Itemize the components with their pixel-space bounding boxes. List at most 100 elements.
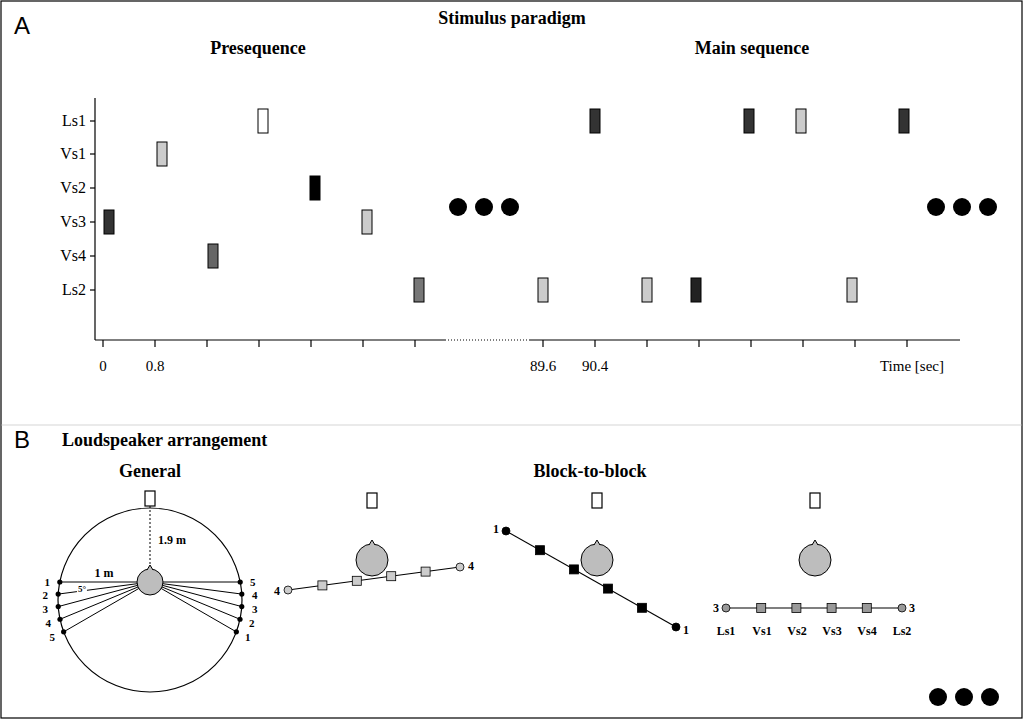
direction-line: [150, 582, 242, 607]
position-number: 3: [713, 602, 719, 614]
position-number: 5: [50, 632, 56, 643]
dimension-label: 5°: [77, 585, 87, 594]
position-number: 3: [909, 602, 915, 614]
loudspeaker-end: [898, 604, 906, 612]
direction-line: [60, 582, 150, 619]
direction-line: [150, 582, 236, 632]
loudspeaker-end: [672, 623, 680, 631]
panel-letter: B: [14, 428, 30, 452]
direction-line: [150, 582, 240, 583]
loudspeaker-box: [367, 493, 377, 508]
speaker-position: [238, 579, 243, 584]
head-nose: [812, 540, 818, 545]
position-number: 1: [45, 577, 51, 588]
speaker-position: [56, 591, 61, 596]
stimulus-bar: [414, 278, 424, 302]
head-nose: [594, 540, 600, 545]
source-label: Vs2: [787, 625, 806, 637]
ellipsis-dot: [979, 198, 997, 216]
y-axis: [94, 98, 95, 340]
position-number: 4: [252, 590, 258, 601]
stimulus-bar: [899, 109, 909, 133]
x-tick: [102, 340, 103, 347]
direction-line: [150, 582, 240, 619]
x-tick: [414, 340, 415, 347]
stimulus-bar: [310, 176, 320, 200]
ellipsis-dot: [953, 198, 971, 216]
position-number: 3: [43, 604, 49, 615]
direction-line: [58, 582, 150, 607]
stimulus-bar: [691, 278, 701, 302]
y-tick: [90, 221, 95, 222]
panel-letter: A: [14, 14, 30, 38]
time-label: 90.4: [582, 359, 608, 374]
virtual-source: [421, 567, 430, 576]
speaker-position: [237, 617, 242, 622]
speaker-array-line: [506, 531, 676, 627]
speaker-position: [57, 617, 62, 622]
x-tick: [362, 340, 363, 347]
loudspeaker-end: [284, 586, 292, 594]
row-label: Vs3: [60, 214, 86, 230]
ellipsis-dot: [955, 688, 973, 706]
x-tick: [646, 340, 647, 347]
speaker-array-line: [726, 607, 902, 608]
position-number: 4: [46, 618, 52, 629]
time-label: Time [sec]: [880, 359, 944, 374]
direction-line: [64, 582, 150, 632]
section-heading: Loudspeaker arrangement: [62, 431, 267, 449]
dimension-label: 1.9 m: [158, 534, 186, 546]
x-tick: [206, 340, 207, 347]
section-heading: Block-to-block: [533, 462, 646, 480]
source-label: Vs1: [752, 625, 771, 637]
virtual-source: [536, 546, 545, 555]
listener-head: [356, 544, 388, 576]
section-heading: General: [119, 462, 181, 480]
position-number: 4: [468, 560, 474, 572]
position-number: 5: [250, 577, 256, 588]
ellipsis-dot: [501, 198, 519, 216]
speaker-position: [239, 591, 244, 596]
source-label: Ls1: [717, 625, 736, 637]
speaker-position: [234, 629, 239, 634]
dimension-label: 1 m: [95, 567, 114, 579]
stimulus-bar: [642, 278, 652, 302]
position-number: 2: [43, 590, 49, 601]
y-tick: [90, 255, 95, 256]
loudspeaker-box: [592, 493, 602, 508]
x-tick: [594, 340, 595, 347]
virtual-source: [792, 604, 801, 613]
section-heading: Presequence: [210, 39, 306, 57]
virtual-source: [352, 576, 361, 585]
x-tick: [154, 340, 155, 347]
loudspeaker-box: [810, 493, 820, 508]
row-label: Vs4: [60, 248, 86, 264]
virtual-source: [638, 603, 647, 612]
listener-head: [137, 569, 163, 595]
virtual-source: [387, 572, 396, 581]
ellipsis-dot: [929, 688, 947, 706]
ellipsis-dot: [449, 198, 467, 216]
position-number: 4: [274, 585, 280, 597]
head-nose: [147, 565, 153, 570]
stimulus-bar: [744, 109, 754, 133]
speaker-position: [239, 604, 244, 609]
time-label: 0.8: [146, 359, 165, 374]
y-tick: [90, 289, 95, 290]
row-label: Vs2: [60, 180, 86, 196]
x-tick: [542, 340, 543, 347]
source-label: Ls2: [893, 625, 912, 637]
y-tick: [90, 153, 95, 154]
row-label: Vs1: [60, 146, 86, 162]
position-number: 2: [249, 618, 255, 629]
stimulus-bar: [208, 244, 218, 268]
stimulus-bar: [362, 210, 372, 234]
virtual-source: [757, 604, 766, 613]
position-number: 1: [245, 632, 251, 643]
speaker-position: [61, 629, 66, 634]
position-number: 3: [252, 604, 258, 615]
virtual-source: [862, 604, 871, 613]
loudspeaker-end: [722, 604, 730, 612]
